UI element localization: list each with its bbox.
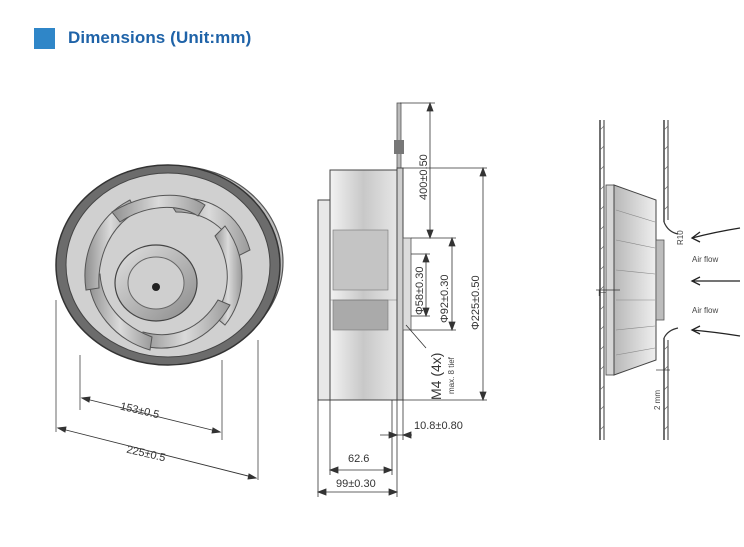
mount-diameter-label: Φ92±0.30 bbox=[439, 275, 451, 323]
duct-left-wall bbox=[599, 120, 605, 440]
installed-inlet-ring bbox=[655, 239, 665, 321]
hub-diameter-label: Φ58±0.30 bbox=[414, 267, 426, 315]
outer-diameter-label: Φ225±0.50 bbox=[470, 275, 482, 330]
airflow-arrow-top bbox=[690, 227, 741, 243]
airflow-arrow-bottom bbox=[690, 325, 741, 337]
duct-right-wall-top bbox=[663, 120, 679, 235]
total-width-label: 99±0.30 bbox=[336, 478, 376, 490]
offset-dimension bbox=[380, 431, 412, 439]
cable bbox=[396, 102, 402, 169]
install-view: ⊢ R10 Air flow Air flow 2 mm bbox=[596, 120, 741, 440]
inlet-ring bbox=[317, 199, 331, 401]
rotor-side bbox=[332, 299, 389, 331]
mounting-flange bbox=[402, 237, 412, 331]
offset-label: 10.8±0.80 bbox=[414, 420, 463, 432]
hub-diameter-dimension bbox=[411, 252, 430, 318]
mount-diameter-dimension bbox=[411, 236, 456, 332]
screw-spec-label: M4 (4x) bbox=[428, 353, 444, 400]
front-view: 153±0.5 225±0.5 bbox=[55, 164, 284, 480]
depth-dimension bbox=[328, 466, 394, 474]
section-title: Dimensions (Unit:mm) bbox=[68, 28, 252, 47]
installed-impeller bbox=[613, 184, 657, 376]
front-outer-diameter-label: 225±0.5 bbox=[125, 444, 166, 465]
section-marker-icon bbox=[34, 27, 55, 49]
gap-label: 2 mm bbox=[653, 390, 662, 410]
depth-label: 62.6 bbox=[348, 453, 369, 465]
airflow-label-top: Air flow bbox=[692, 255, 718, 264]
screw-leader-line bbox=[405, 324, 427, 349]
installed-blade-lines bbox=[615, 209, 656, 356]
installed-backplate bbox=[605, 184, 615, 376]
cable-tie bbox=[394, 140, 404, 154]
axis-marker: ⊢ bbox=[598, 288, 607, 299]
airflow-arrow-middle bbox=[690, 276, 740, 286]
cable-length-dimension bbox=[400, 101, 435, 240]
front-inner-diameter-label: 153±0.5 bbox=[119, 401, 160, 422]
outer-diameter-dimension bbox=[403, 166, 487, 402]
cable-length-label: 400±0.50 bbox=[418, 154, 430, 200]
screw-depth-label: max. 8 tief bbox=[447, 356, 456, 394]
motor-side bbox=[332, 229, 389, 291]
shaft-center bbox=[152, 283, 160, 291]
side-view: 400±0.50 Φ58±0.30 Φ92±0.30 Φ225±0.5 bbox=[316, 101, 487, 497]
bottom-extension-lines bbox=[317, 400, 404, 497]
impeller-blades bbox=[84, 194, 251, 351]
front-extension-lines bbox=[55, 300, 259, 480]
front-inner-dimension-line bbox=[80, 396, 222, 434]
duct-right-wall-bottom bbox=[663, 327, 679, 440]
radius-label: R10 bbox=[676, 230, 685, 245]
back-plate bbox=[396, 167, 404, 401]
front-outer-dimension-line bbox=[56, 426, 258, 480]
airflow-label-bottom: Air flow bbox=[692, 306, 718, 315]
section-header: Dimensions (Unit:mm) bbox=[34, 26, 251, 50]
gap-dimension bbox=[656, 360, 670, 412]
total-width-dimension bbox=[316, 488, 399, 496]
